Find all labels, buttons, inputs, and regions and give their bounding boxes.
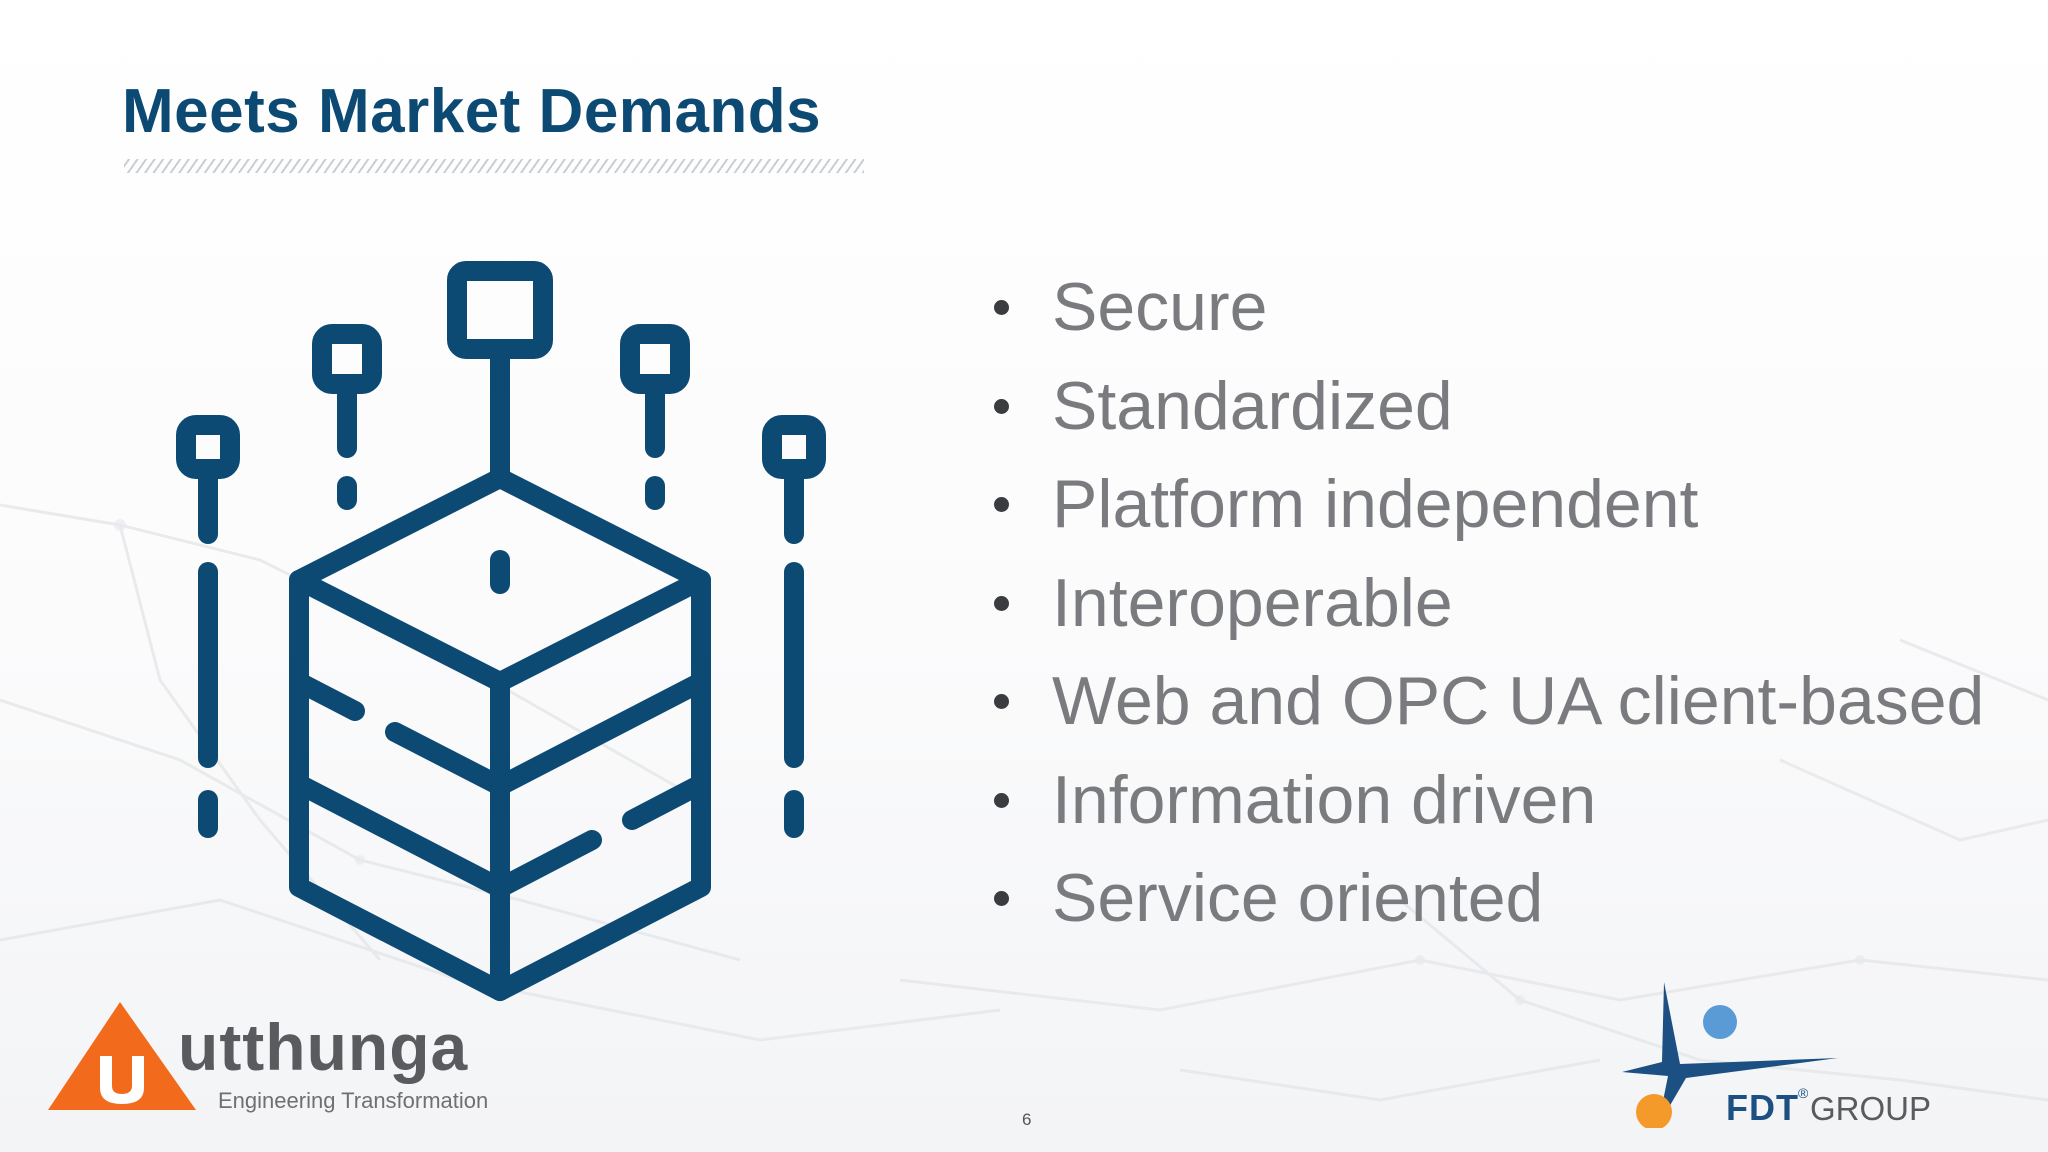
bullet-text: Secure (1052, 269, 1268, 345)
bullet-text: Web and OPC UA client-based (1052, 663, 1985, 739)
fdt-group-logo: FDT ® GROUP (1622, 982, 1931, 1128)
bullet-text: Service oriented (1052, 860, 1544, 936)
utthunga-u-mark (100, 1056, 144, 1104)
bullet-dot-icon (994, 595, 1009, 611)
fdt-orange-dot-icon (1636, 1094, 1672, 1128)
bullet-text: Interoperable (1052, 564, 1453, 641)
bullet-text: Standardized (1052, 367, 1453, 444)
fdt-star-icon (1622, 982, 1838, 1126)
bullet-text: Information driven (1052, 761, 1597, 838)
utthunga-logo: utthunga Engineering Transformation (48, 1002, 488, 1113)
fdt-blue-dot-icon (1703, 1005, 1737, 1039)
bullet-dot-icon (994, 300, 1009, 315)
page-number: 6 (1022, 1110, 1032, 1129)
bullet-dot-icon (994, 694, 1009, 709)
bullet-text: Platform independent (1052, 466, 1699, 542)
title-underline-divider (124, 159, 864, 173)
bullet-dot-icon (994, 497, 1009, 512)
fdt-group-text: GROUP (1810, 1090, 1931, 1127)
fdt-registered-mark: ® (1798, 1085, 1809, 1101)
bullet-dot-icon (994, 398, 1009, 414)
utthunga-tagline-text: Engineering Transformation (218, 1088, 488, 1113)
stacked-cube-network-icon (176, 261, 826, 1001)
bullet-dot-icon (994, 792, 1009, 808)
slide-title: Meets Market Demands (122, 77, 822, 146)
fdt-brand-text: FDT (1726, 1087, 1799, 1128)
utthunga-triangle-icon (48, 1002, 196, 1110)
utthunga-brand-text: utthunga (178, 1010, 469, 1084)
bullet-dot-icon (994, 891, 1009, 906)
